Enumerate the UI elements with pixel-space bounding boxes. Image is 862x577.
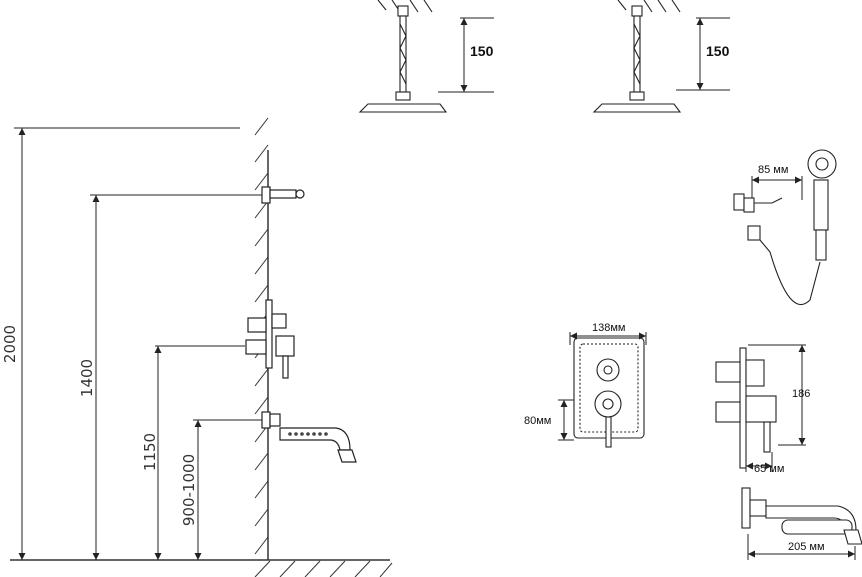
dimension-plate-width	[569, 332, 647, 345]
label-overhead-left: 150	[470, 43, 494, 59]
label-mixer-height: 1150	[141, 433, 159, 471]
dimension-overhead-right	[676, 17, 730, 91]
dimension-mixer-side-depth	[745, 452, 773, 472]
label-total-height: 2000	[1, 325, 19, 363]
dimension-shower-arm	[90, 194, 262, 560]
dimension-mixer	[154, 345, 245, 560]
dimension-handshower-bracket	[751, 176, 803, 200]
overhead-shower-right	[592, 0, 682, 113]
mixer-side-detail	[715, 347, 777, 469]
mixer-side	[245, 299, 295, 379]
overhead-shower-left	[358, 0, 448, 113]
label-overhead-right: 150	[706, 43, 730, 59]
bath-spout-detail	[741, 487, 862, 545]
dimension-mixer-side-height	[748, 344, 806, 446]
dimension-spout	[193, 419, 262, 560]
label-spout-height: 900-1000	[180, 454, 198, 526]
label-handshower-bracket: 85 мм	[758, 164, 788, 176]
label-plate-spacing: 80мм	[524, 415, 551, 427]
dimension-total	[14, 127, 240, 560]
bath-spout-side	[261, 411, 357, 463]
label-mixer-side-depth: 65 мм	[754, 463, 784, 475]
label-plate-width: 138мм	[592, 322, 625, 334]
mixer-front-plate	[573, 337, 645, 448]
shower-arm-side	[261, 186, 305, 204]
spout-dots	[288, 432, 328, 436]
dimension-spout-length	[747, 534, 856, 560]
label-mixer-side-height: 186	[792, 388, 810, 400]
floor	[10, 559, 393, 577]
label-spout-length: 205 мм	[788, 541, 825, 553]
dimension-plate-spacing	[558, 399, 574, 441]
hand-shower	[733, 149, 837, 306]
dimension-overhead-left	[438, 17, 494, 93]
label-shower-arm-height: 1400	[78, 359, 96, 397]
